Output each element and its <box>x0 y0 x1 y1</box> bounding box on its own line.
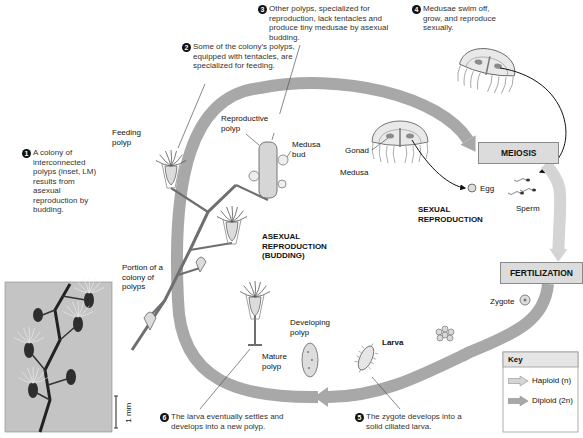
legend-title: Key <box>508 355 523 365</box>
callout-number: 3 <box>258 5 267 14</box>
callout-text: Other polyps, specialized for reproducti… <box>269 4 389 42</box>
process-box: FERTILIZATION <box>500 262 583 284</box>
part-label: Portion of a colony of polyps <box>122 263 164 292</box>
scale-bar <box>114 396 118 428</box>
process-label: SEXUAL REPRODUCTION <box>418 205 484 224</box>
scale-label: 1 mm <box>124 403 134 423</box>
node-text: MEIOSIS <box>501 148 536 158</box>
sperm-cell <box>514 179 530 182</box>
egg-cell <box>468 184 476 192</box>
medusa-figure <box>372 121 428 163</box>
callout-number: 2 <box>182 43 191 52</box>
part-label: Sperm <box>516 204 540 214</box>
callout-number: 1 <box>22 149 31 158</box>
legend-item: Diploid (2n) <box>508 396 573 406</box>
part-label: Developing polyp <box>290 318 338 337</box>
callout-text: Medusae swim off, grow, and reproduce se… <box>423 4 505 33</box>
callout-text: A colony of interconnected polyps (inset… <box>33 148 97 215</box>
process-label: ASEXUAL REPRODUCTION (BUDDING) <box>262 232 330 261</box>
part-label: Reproductive polyp <box>220 114 280 133</box>
legend-swatch <box>508 376 528 386</box>
callout-text: The zygote develops into a solid ciliate… <box>366 412 478 431</box>
leader-lines <box>178 45 400 409</box>
diploid-cycle-arrow <box>177 83 548 407</box>
key-panel <box>503 352 578 432</box>
embryo-figure <box>436 326 454 341</box>
zygote-figure <box>520 295 530 305</box>
process-box: MEIOSIS <box>478 142 559 164</box>
part-label: Medusa <box>340 168 368 178</box>
larva-figure <box>351 339 382 376</box>
diploid-band <box>328 284 548 397</box>
inset-micrograph <box>5 277 112 432</box>
part-label: Feeding polyp <box>112 128 146 147</box>
arrowhead <box>460 135 475 152</box>
callout-number: 4 <box>412 5 421 14</box>
legend-swatch <box>508 396 528 406</box>
haploid-band <box>545 164 560 250</box>
arrowhead <box>549 249 567 262</box>
legend-text: Diploid (2n) <box>532 396 573 406</box>
legend-arrow <box>508 376 528 386</box>
part-label: Mature polyp <box>262 352 294 371</box>
part-label: Egg <box>480 184 494 194</box>
legend-arrow <box>508 396 528 406</box>
callout-text: The larva eventually settles and develop… <box>171 412 305 431</box>
callout-number: 5 <box>355 413 364 422</box>
part-label: Medusa bud <box>292 140 326 159</box>
legend-item: Haploid (n) <box>508 376 571 386</box>
haploid-arrow <box>545 164 567 262</box>
diploid-band <box>177 83 468 397</box>
node-text: FERTILIZATION <box>510 268 573 278</box>
part-label: Larva <box>382 338 403 348</box>
mature-polyp-figure <box>240 281 270 345</box>
legend-text: Haploid (n) <box>532 376 571 386</box>
part-label: Zygote <box>490 297 514 307</box>
callout-number: 6 <box>160 413 169 422</box>
callout-text: Some of the colony’s polyps, equipped wi… <box>193 42 303 71</box>
developing-polyp-figure <box>302 343 318 377</box>
part-label: Gonad <box>345 146 369 156</box>
sperm-cell <box>520 189 536 192</box>
sperm-cell <box>508 192 524 195</box>
gamete-arrow <box>412 140 465 188</box>
